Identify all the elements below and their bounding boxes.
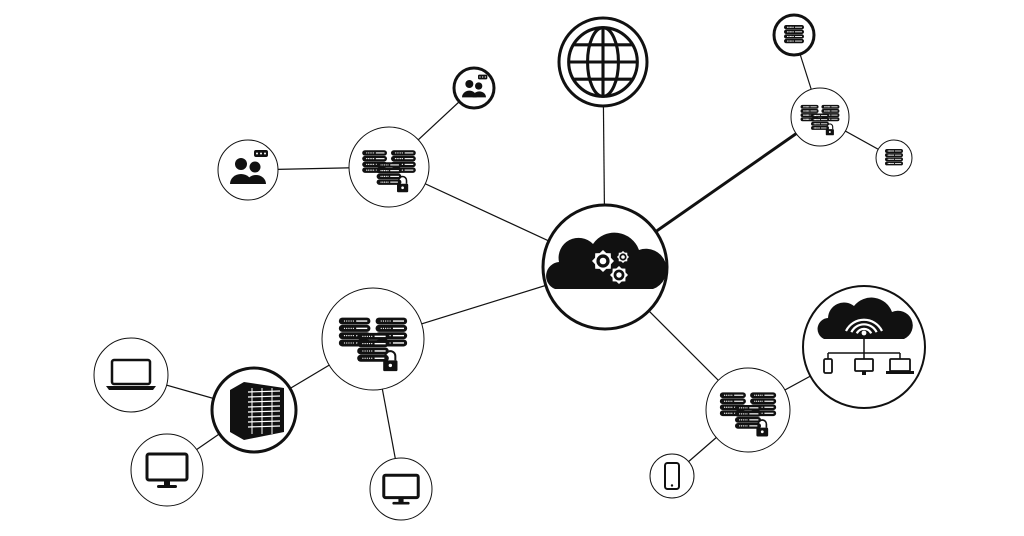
database-icon (885, 149, 903, 166)
cloud-gears-icon (546, 232, 667, 289)
node-users-small (452, 66, 496, 110)
node-globe (557, 16, 649, 108)
wifi-cloud-devices-icon (817, 297, 914, 375)
node-wifi-cloud-devices (802, 285, 926, 409)
monitor-icon (382, 473, 420, 505)
node-phone (649, 453, 695, 499)
nodes-layer (93, 13, 926, 521)
server-rack-icon (230, 382, 284, 440)
users-chat-icon (462, 74, 488, 98)
server-stack-lock-icon (719, 392, 777, 437)
node-cloud-hub (541, 203, 669, 331)
monitor-icon (145, 452, 189, 488)
node-server-rack (210, 366, 298, 454)
laptop-icon (106, 358, 156, 390)
node-laptop-left (93, 337, 169, 413)
server-stack-lock-icon (362, 150, 416, 193)
database-icon (784, 25, 804, 44)
node-storage-mid-left (321, 287, 425, 391)
node-storage-top-right (790, 87, 850, 147)
node-db-top-right-small (772, 13, 816, 57)
server-stack-lock-icon (338, 317, 408, 372)
server-stack-lock-icon (800, 104, 840, 136)
node-monitor-left (130, 433, 204, 507)
node-monitor-bottom (369, 457, 433, 521)
node-storage-top-left (348, 126, 430, 208)
globe-icon (567, 26, 639, 98)
node-db-right-small (875, 139, 913, 177)
node-storage-bottom-right (705, 367, 791, 453)
smartphone-icon (664, 462, 680, 490)
node-users-large (217, 139, 279, 201)
users-chat-icon (230, 150, 268, 184)
